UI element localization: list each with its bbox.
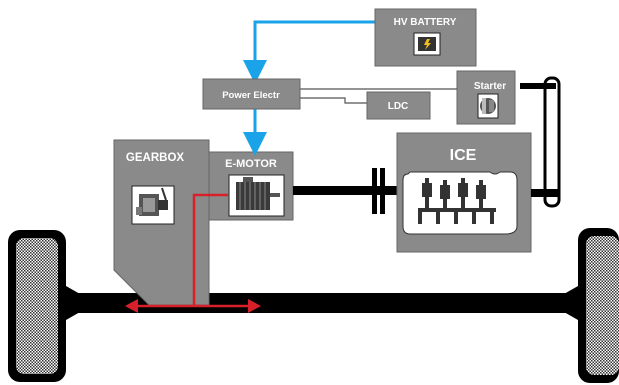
power-electronics-box [202,78,301,110]
gearbox-label: GEARBOX [126,152,184,164]
engine-cylinders-icon [402,171,518,235]
ldc-label: LDC [388,101,409,112]
power-electronics-label: Power Electr [222,90,280,101]
starter-belt [520,76,561,208]
clutch-icon [372,168,385,214]
torque-path [125,193,261,313]
ldc-box [366,91,431,120]
pe-ldc-line [300,97,367,104]
motor-engine-shaft [293,186,397,195]
battery-icon [413,32,441,56]
left-wheel [8,230,66,382]
hv-battery-label: HV BATTERY [394,17,457,28]
gearbox-icon [131,185,175,225]
right-wheel [578,228,619,383]
emotor-label: E-MOTOR [225,158,277,170]
starter-icon [477,93,499,119]
starter-label: Starter [474,81,506,92]
ice-label: ICE [450,147,477,164]
hv-line-battery-to-pe [243,20,375,84]
motor-icon [228,174,285,217]
